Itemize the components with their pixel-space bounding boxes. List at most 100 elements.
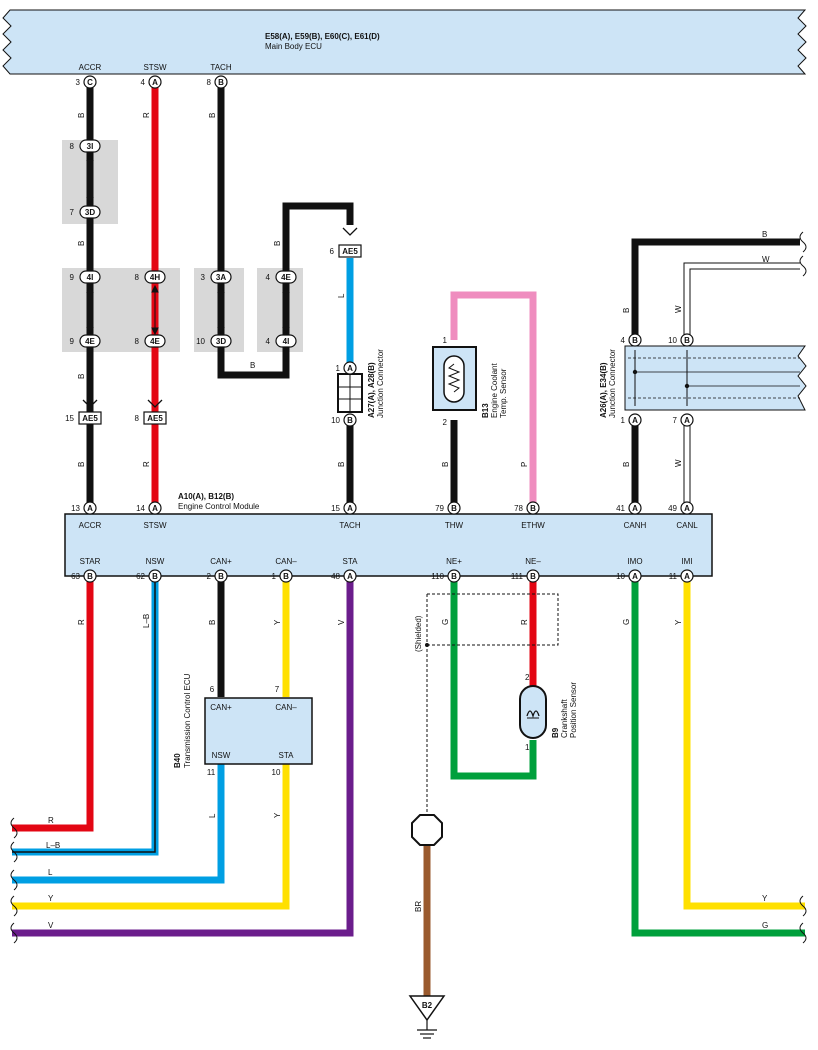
inline-3a: 3A [216,273,226,282]
wc-end-lb: L–B [46,841,60,850]
ecm-tach-name: TACH [339,521,360,530]
wc-end-l: L [48,868,53,877]
pin-circles [83,75,694,583]
wire-imo [631,580,805,937]
ecm-nep-num: 110 [431,572,444,581]
wire-ethw [450,291,537,510]
ecm-canp-name: CAN+ [210,557,232,566]
tcm-pin-11: 11 [207,768,216,777]
ae5-accr: AE5 [82,414,98,423]
wc-canh-1: B [622,308,631,313]
inline-3d-pin: 7 [70,208,75,217]
wc-end-y-right: Y [762,894,768,903]
tcm-b40-box: CAN+ CAN– NSW STA 6 7 11 10 B40 Transmis… [173,673,313,777]
a27-title: A27(A), A28(B) [367,362,376,418]
inline-3d: 3D [85,208,95,217]
a27-bottom-conn: B [347,416,353,425]
a26-top-2-conn: B [684,336,690,345]
ground-code: B2 [422,1001,433,1010]
wc-sta: V [337,619,346,625]
ecm-sta-conn: A [347,572,353,581]
ae5-accr-pin: 15 [65,414,74,423]
wc-top-b: B [762,230,767,239]
wc-end-y: Y [48,894,54,903]
sensor-b9-name-2: Position Sensor [569,682,578,738]
pin-numbers: 3 4 8 1 10 4 10 1 7 1 2 13 14 15 79 78 4… [71,78,677,581]
mbecu-tach-num: 8 [207,78,212,87]
ecm-imo-name: IMO [627,557,642,566]
a27-bottom-num: 10 [331,416,340,425]
ecm-canm-name: CAN– [275,557,297,566]
a27-subtitle: Junction Connector [376,349,385,418]
wc-tach-5: B [337,462,346,467]
sensor-b9-pin-bottom: 1 [525,743,530,752]
sensor-b13-shape [432,346,477,411]
inline-4i-b-pin: 4 [266,337,271,346]
sensor-b9-code: B9 [551,727,560,738]
wire-tcm-sta [12,764,290,910]
wc-tach-2: B [273,241,282,246]
tcm-pin-nsw-label: NSW [212,751,231,760]
wc-accr-1: B [77,113,86,118]
ecm-tach-num: 15 [331,504,340,513]
ecm-thw-conn: B [451,504,457,513]
mbecu-stsw-conn: A [152,78,158,87]
mbecu-accr-conn: C [87,78,93,87]
tcm-pin-sta-label: STA [279,751,295,760]
ecm-stsw-num: 14 [136,504,145,513]
inline-connector-boxes [62,140,303,352]
component-labels: A27(A), A28(B) Junction Connector B13 En… [367,349,617,418]
mbecu-tach-conn: B [218,78,224,87]
ae5-tach-pin: 6 [330,247,335,256]
ecm-star-name: STAR [80,557,101,566]
ecm-ethw-conn: B [530,504,536,513]
inline-4e-b-pin: 9 [70,337,75,346]
wc-end-g-right: G [762,921,768,930]
wc-nsw: L–B [142,614,151,628]
inline-4h: 4H [150,273,160,282]
tcm-code: B40 [173,753,182,768]
wc-stsw-2: R [142,461,151,467]
ecm-canm-num: 1 [272,572,277,581]
sensor-b9-shape [519,685,547,739]
ae5-connectors: AE5 15 AE5 8 AE5 6 [65,227,362,425]
ecm-nsw-conn: B [152,572,158,581]
ecm-subtitle: Engine Control Module [178,502,260,511]
a26-title: A26(A), E34(B) [599,362,608,418]
ecm-canp-num: 2 [207,572,212,581]
ecm-imo-num: 10 [616,572,625,581]
mbecu-accr-num: 3 [76,78,81,87]
b13-name-2: Temp. Sensor [499,368,508,418]
main-body-ecu-title: E58(A), E59(B), E60(C), E61(D) [265,32,380,41]
inline-3d-b-pin: 10 [196,337,205,346]
ecm-canp-conn: B [218,572,224,581]
wc-shield: BR [414,901,423,912]
ecm-imi-conn: A [684,572,690,581]
inline-3i: 3I [87,142,94,151]
ecm-canl-num: 49 [668,504,677,513]
a26-top-1-num: 4 [621,336,626,345]
inline-4e-a-pin: 4 [266,273,271,282]
inline-3a-pin: 3 [201,273,206,282]
wc-canm: Y [273,619,282,625]
wc-tach-3: B [250,361,255,370]
ecm-accr-name: ACCR [79,521,102,530]
inline-3d-b: 3D [216,337,226,346]
wc-ethw-1: P [520,462,529,467]
shield-label: (Shielded) [414,615,423,652]
tcm-pin-6: 6 [210,685,215,694]
inline-connector-pills: 3I 8 3D 7 4I 9 4H 8 3A 3 4E 4 4E 9 4E 8 … [70,139,297,348]
junction-a26-box [624,345,807,411]
inline-4e-c-pin: 8 [135,337,140,346]
ecm-stsw-conn: A [152,504,158,513]
main-body-ecu-subtitle: Main Body ECU [265,42,322,51]
a26-top-2-num: 10 [668,336,677,345]
ecm-thw-num: 79 [435,504,444,513]
ecm-nsw-num: 62 [136,572,145,581]
junction-a27-box [337,373,363,413]
ecm-stsw-name: STSW [143,521,167,530]
mbecu-stsw-name: STSW [143,63,167,72]
wc-stsw-1: R [142,112,151,118]
a26-bottom-1-num: 1 [621,416,626,425]
a26-bottom-1-conn: A [632,416,638,425]
